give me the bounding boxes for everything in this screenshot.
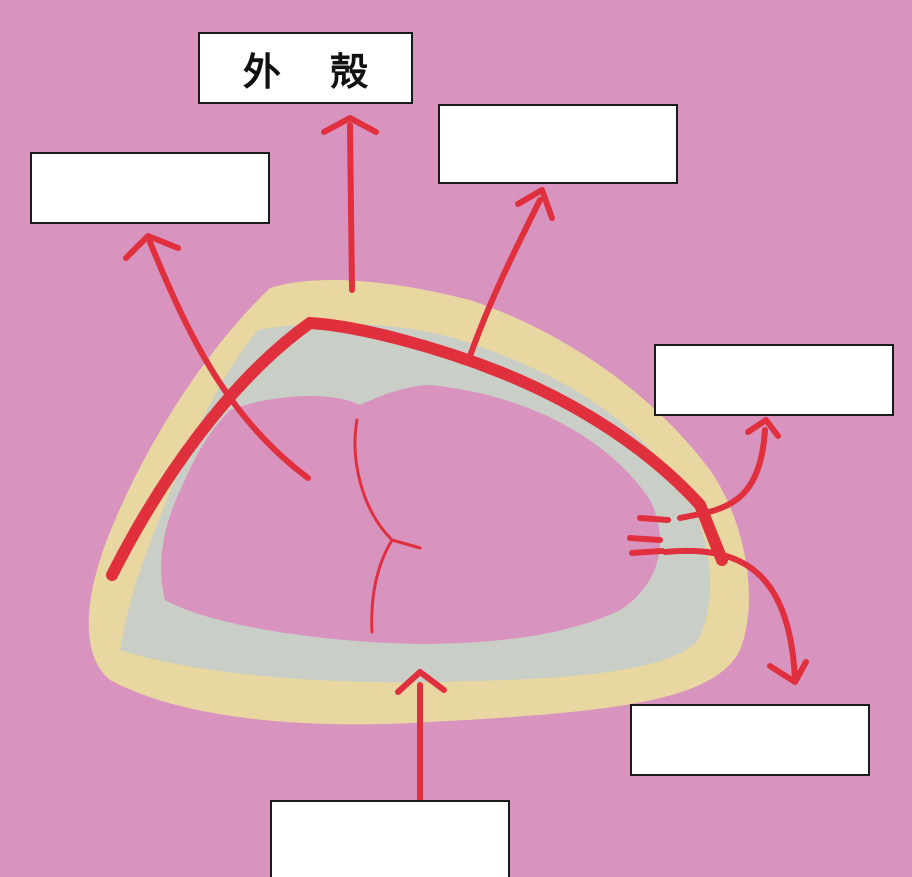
label-box-top-left[interactable] <box>30 152 270 224</box>
label-box-bottom-right[interactable] <box>630 704 870 776</box>
label-box-bottom[interactable] <box>270 800 510 877</box>
label-shell-text: 外 殻 <box>243 41 386 96</box>
label-box-top-right[interactable] <box>438 104 678 184</box>
label-box-shell: 外 殻 <box>198 32 413 104</box>
label-box-right[interactable] <box>654 344 894 416</box>
